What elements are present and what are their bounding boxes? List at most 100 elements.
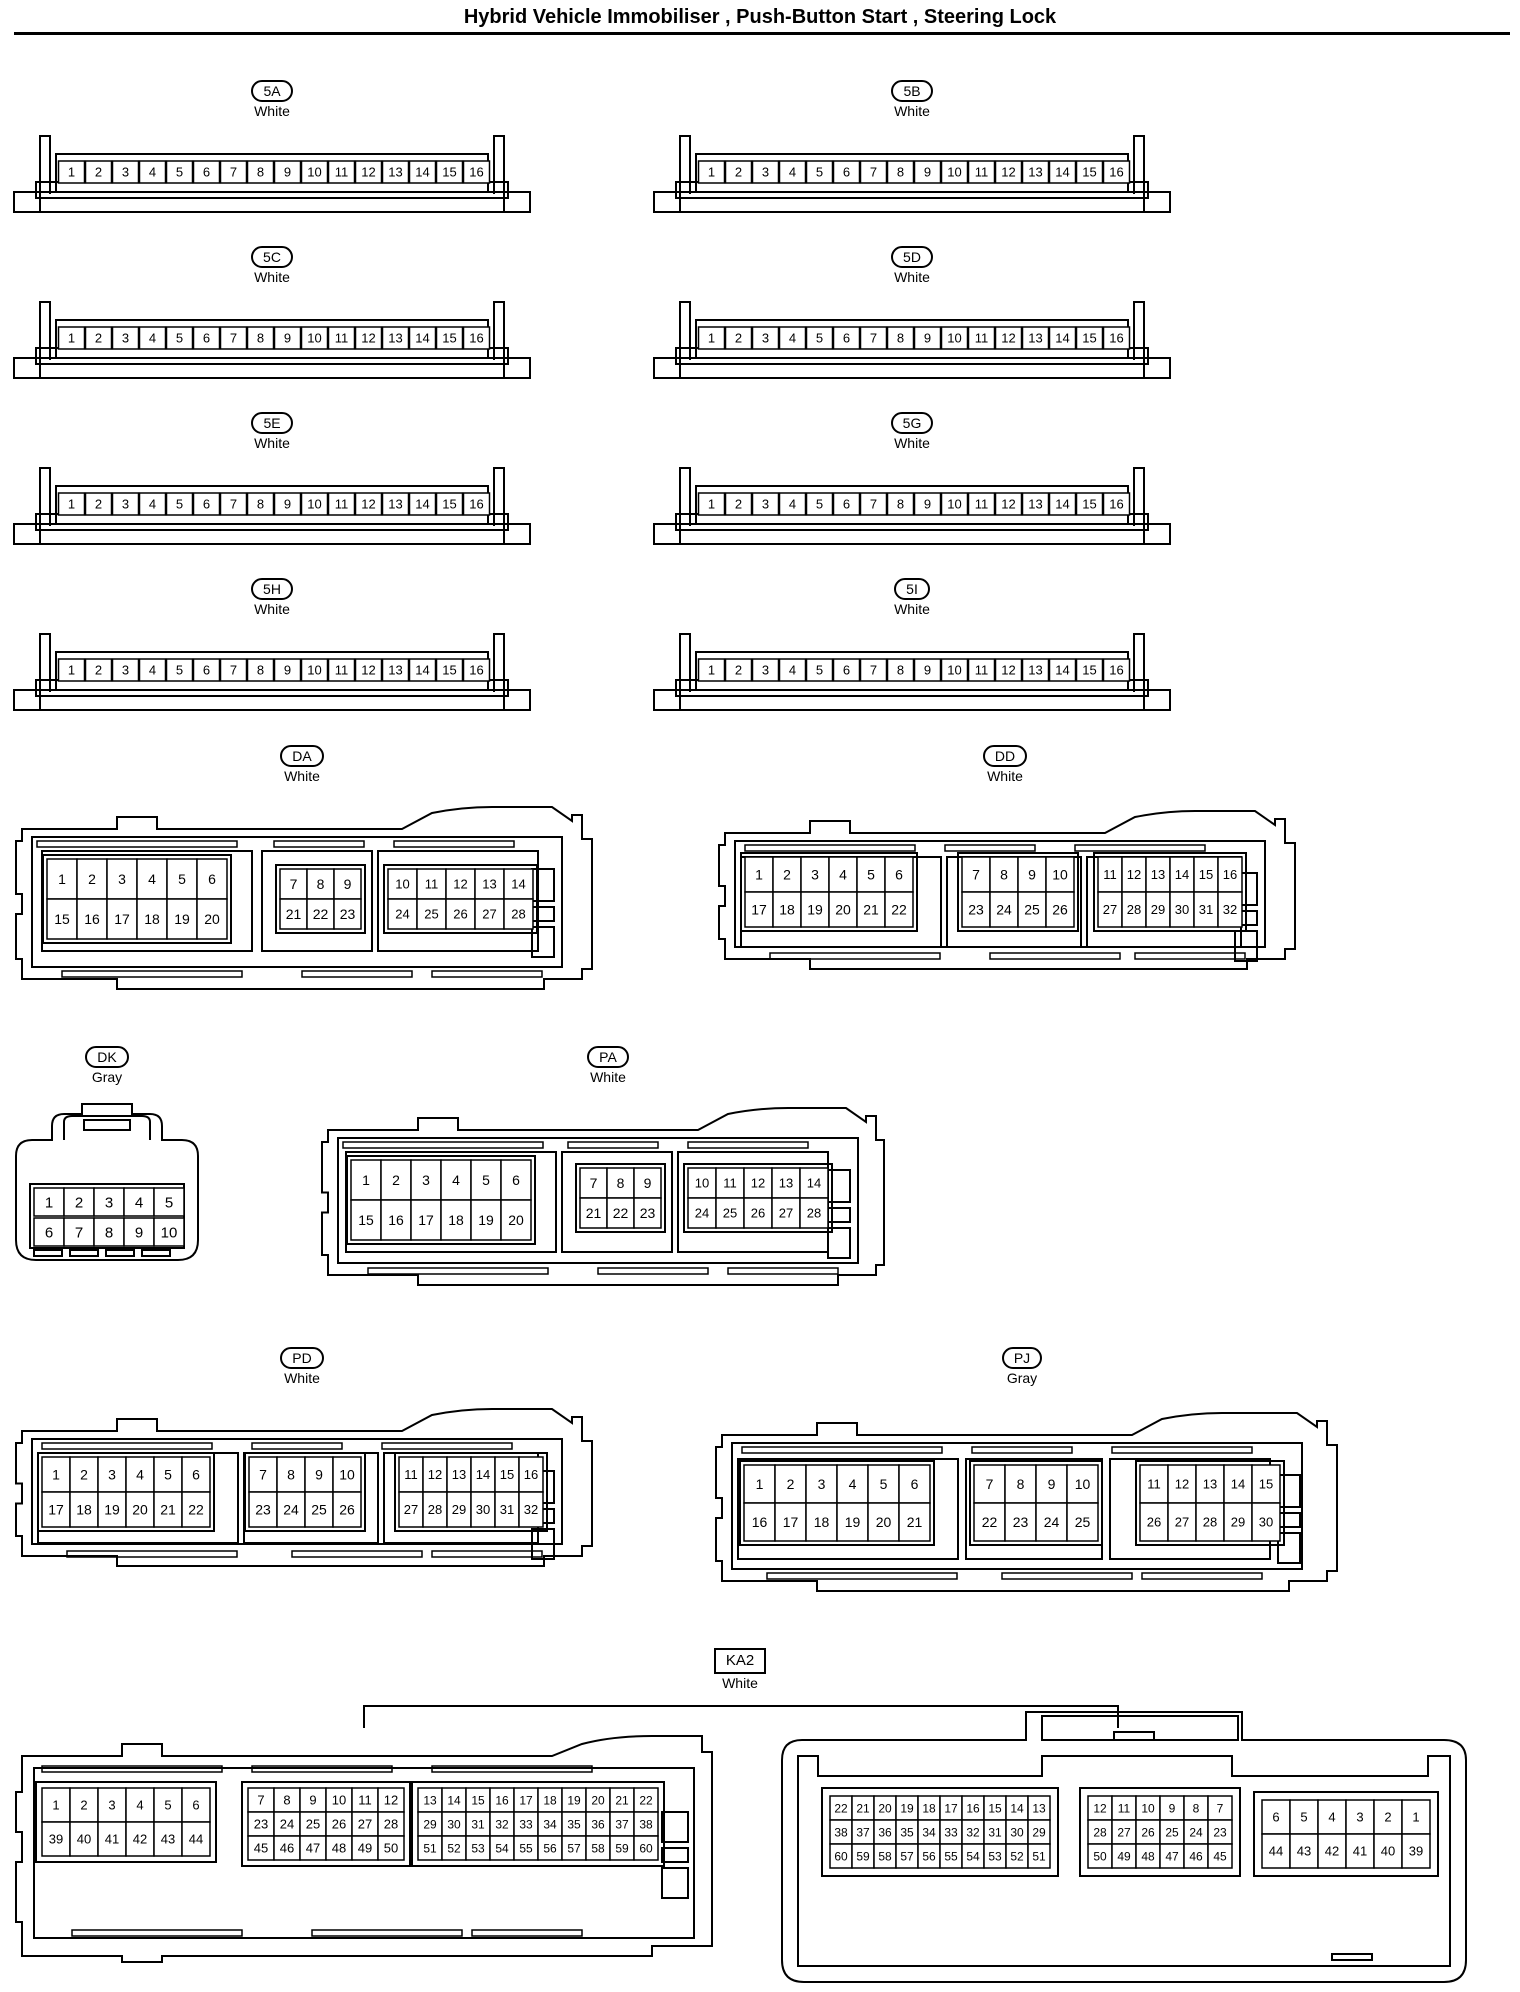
pin-number: 11 — [335, 165, 349, 180]
connector-color: White — [894, 601, 930, 617]
pin-number: 26 — [332, 1817, 346, 1832]
pin-cell — [1251, 1502, 1281, 1542]
pin-number: 2 — [88, 871, 96, 887]
pin-number: 25 — [306, 1817, 320, 1832]
pin-number: 1 — [58, 871, 66, 887]
pin-number: 2 — [95, 497, 102, 512]
pin-cell — [1135, 1843, 1161, 1869]
pin-number: 16 — [469, 497, 483, 512]
pin-number: 14 — [1010, 1801, 1024, 1815]
pin-number: 3 — [122, 165, 129, 180]
pin-cell — [805, 492, 834, 516]
pin-number: 9 — [284, 331, 291, 346]
pin-number: 51 — [1032, 1849, 1046, 1863]
pin-number: 13 — [388, 331, 402, 346]
pin-cell — [1111, 1819, 1137, 1845]
pin-number: 31 — [500, 1502, 514, 1517]
pin-number: 26 — [1052, 902, 1068, 918]
pin-cell — [279, 868, 308, 900]
pin-number: 4 — [149, 663, 156, 678]
pin-number: 8 — [897, 165, 904, 180]
pin-number: 23 — [254, 1817, 268, 1832]
pin-number: 10 — [339, 1467, 355, 1483]
pin-cell — [606, 1197, 635, 1229]
pin-number: 16 — [966, 1801, 980, 1815]
pin-cell — [354, 160, 383, 184]
pin-number: 12 — [428, 1467, 442, 1482]
pin-number: 3 — [762, 165, 769, 180]
pin-number: 16 — [84, 911, 100, 927]
pin-number: 2 — [735, 165, 742, 180]
pin-number: 6 — [203, 331, 210, 346]
pin-number: 7 — [870, 497, 877, 512]
pin-number: 33 — [944, 1825, 958, 1839]
pin-number: 13 — [388, 663, 402, 678]
pin-number: 42 — [1325, 1844, 1339, 1859]
pin-number: 13 — [1151, 867, 1165, 882]
pin-number: 60 — [639, 1841, 653, 1855]
pin-number: 25 — [1075, 1514, 1091, 1530]
pin-cell — [994, 326, 1023, 350]
pin-cell — [994, 160, 1023, 184]
pin-number: 14 — [1055, 165, 1069, 180]
pin-number: 9 — [344, 876, 352, 892]
pin-number: 1 — [755, 867, 763, 883]
pin-cell — [219, 160, 248, 184]
pin-cell — [63, 1217, 95, 1247]
pin-number: 24 — [395, 907, 409, 922]
pin-number: 18 — [543, 1793, 557, 1807]
pin-cell — [898, 1502, 931, 1542]
pin-cell — [327, 658, 356, 682]
pin-cell — [836, 1502, 869, 1542]
pin-cell — [1223, 1502, 1253, 1542]
pin-number: 25 — [311, 1502, 327, 1518]
pin-number: 18 — [922, 1801, 936, 1815]
pin-number: 31 — [988, 1825, 1002, 1839]
pin-number: 13 — [388, 165, 402, 180]
pin-cell — [300, 492, 329, 516]
pin-cell — [435, 658, 464, 682]
pin-number: 10 — [947, 165, 961, 180]
pin-number: 5 — [482, 1172, 490, 1188]
connector-id: 5C — [251, 246, 293, 268]
pin-number: 9 — [1048, 1476, 1056, 1492]
pin-cell — [940, 160, 969, 184]
connector-id: DD — [982, 745, 1028, 767]
pin-cell — [1004, 1502, 1037, 1542]
pin-cell — [97, 1491, 127, 1528]
pin-cell — [633, 1787, 659, 1813]
pin-number: 8 — [257, 165, 264, 180]
pin-cell — [1027, 1843, 1051, 1869]
pin-cell — [799, 1167, 829, 1199]
pin-number: 26 — [751, 1206, 765, 1221]
pin-number: 16 — [388, 1212, 404, 1228]
pin-cell — [724, 658, 753, 682]
pin-number: 7 — [230, 331, 237, 346]
pin-number: 10 — [307, 331, 321, 346]
pin-number: 1 — [708, 331, 715, 346]
pin-cell — [1217, 891, 1243, 928]
pin-number: 26 — [1141, 1825, 1155, 1839]
pin-cell — [327, 326, 356, 350]
connector-id: PA — [587, 1046, 629, 1068]
pin-cell — [441, 1811, 467, 1837]
pin-cell — [246, 492, 275, 516]
pin-cell — [84, 658, 113, 682]
pin-cell — [381, 160, 410, 184]
pin-number: 12 — [361, 663, 375, 678]
pin-cell — [687, 1167, 717, 1199]
pin-number: 2 — [735, 663, 742, 678]
pin-number: 13 — [388, 497, 402, 512]
pin-number: 1 — [1412, 1810, 1419, 1825]
pin-number: 5 — [816, 663, 823, 678]
pin-cell — [805, 1464, 838, 1504]
pin-number: 6 — [45, 1224, 53, 1241]
pin-number: 5 — [867, 867, 875, 883]
pin-number: 5 — [176, 497, 183, 512]
pin-number: 1 — [756, 1476, 764, 1492]
pin-cell — [1145, 856, 1171, 893]
pin-number: 18 — [779, 902, 795, 918]
